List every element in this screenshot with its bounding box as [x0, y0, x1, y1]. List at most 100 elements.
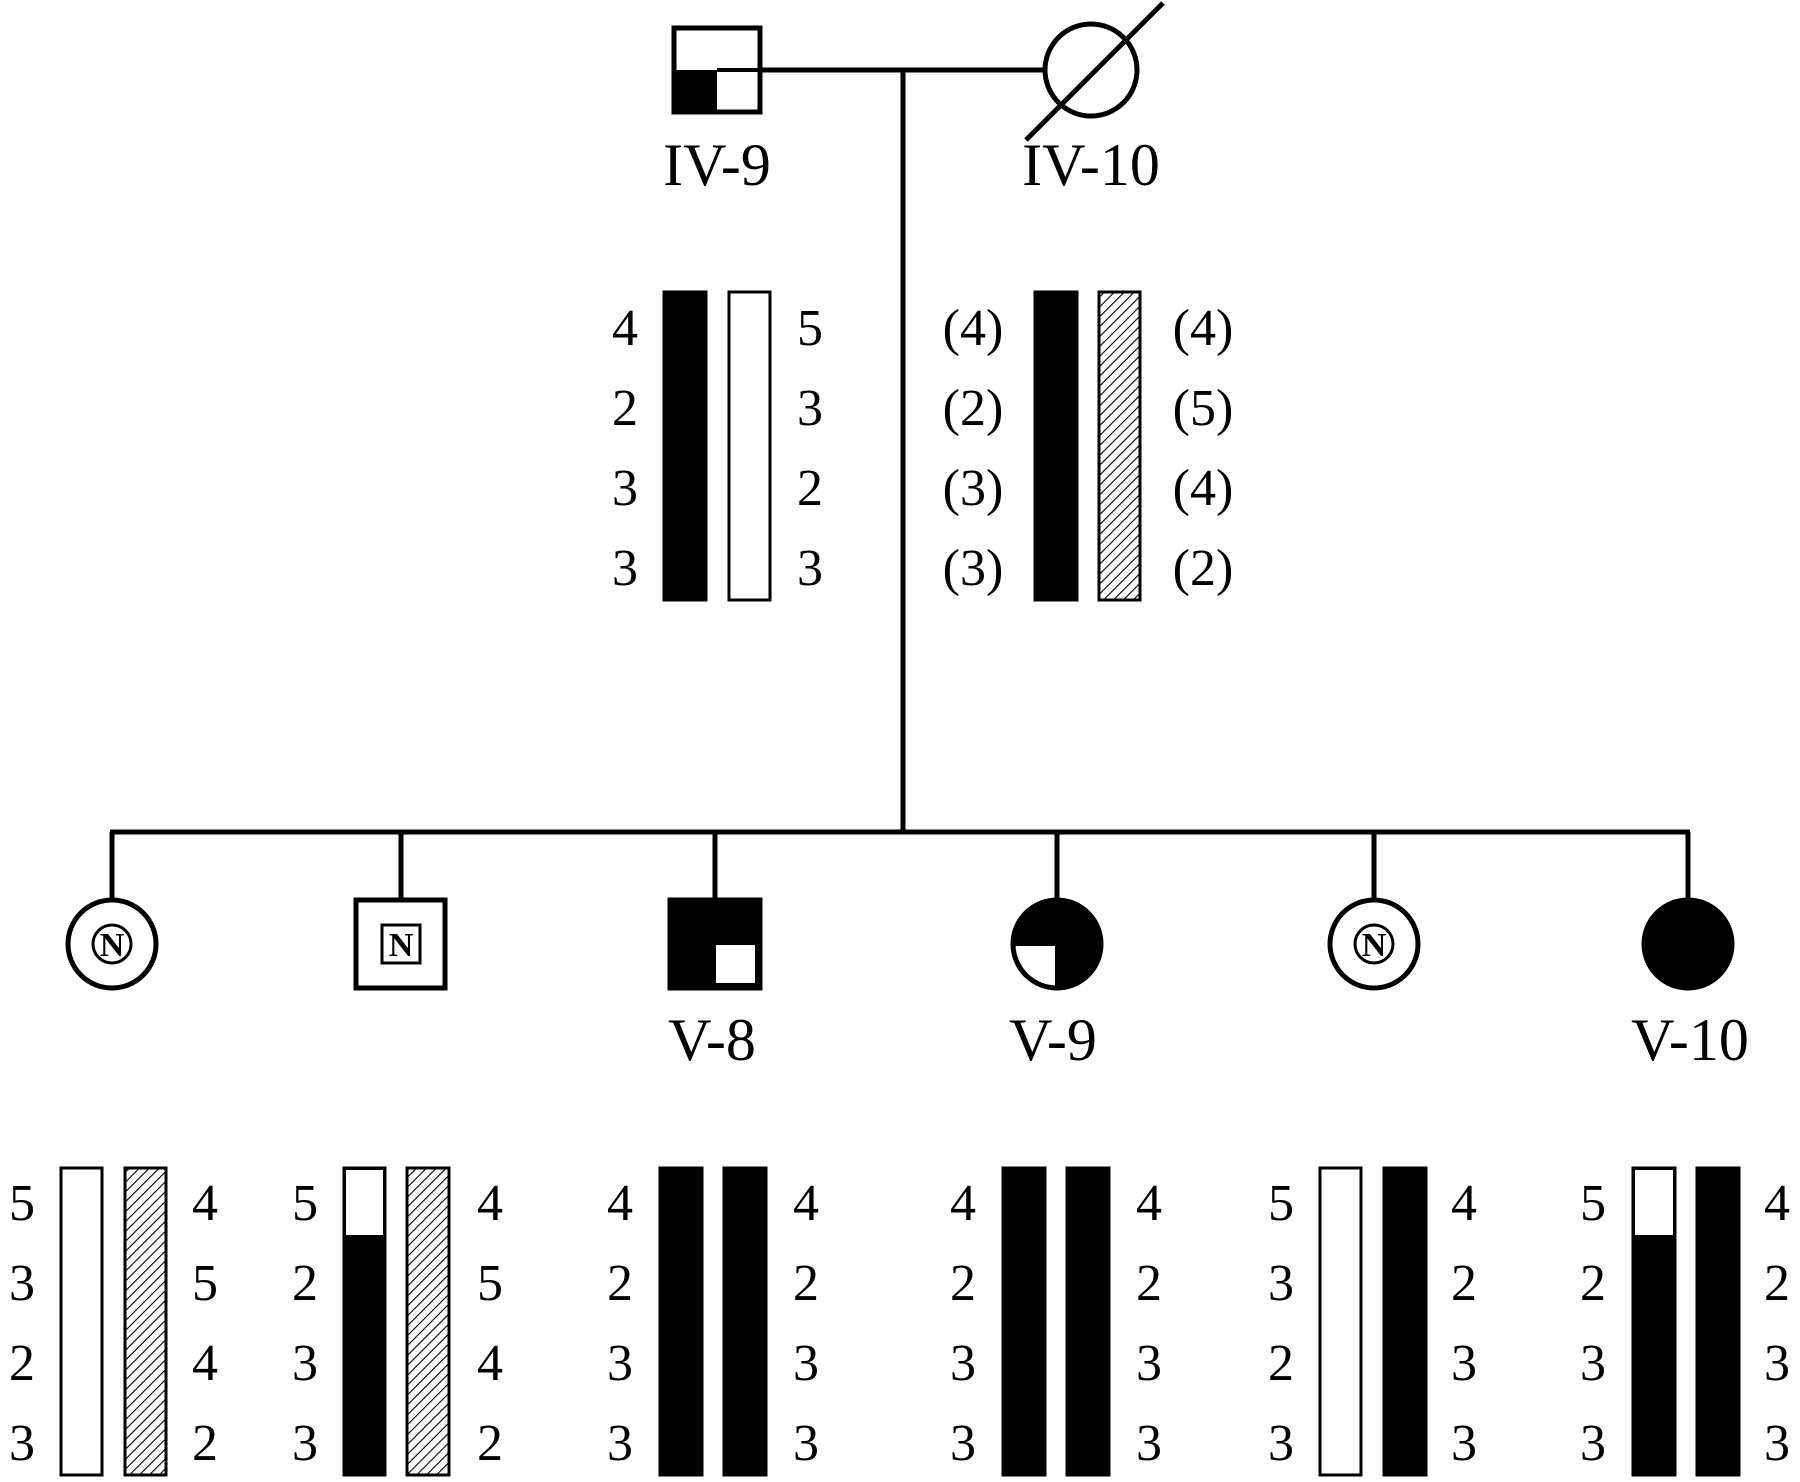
- father-symbol: [671, 25, 763, 115]
- normal-mark: N: [389, 927, 414, 964]
- allele: (2): [1173, 540, 1234, 597]
- allele: 3: [9, 1255, 35, 1312]
- allele: 5: [1580, 1175, 1606, 1232]
- child-5-symbol: N: [1327, 897, 1421, 991]
- father-alleles-left: 4 2 3 3: [612, 300, 638, 597]
- allele: (3): [943, 460, 1004, 517]
- allele: 3: [1764, 1415, 1790, 1472]
- allele: 4: [1451, 1175, 1477, 1232]
- allele: 2: [1764, 1255, 1790, 1312]
- child-6-label: V-10: [1631, 1007, 1749, 1073]
- allele: 3: [292, 1415, 318, 1472]
- child-6-haplotype: 5 2 3 3 4 2 3 3: [1580, 1166, 1790, 1477]
- father-haplotype: 4 2 3 3 5 3 2 3: [612, 290, 823, 602]
- normal-mark: N: [1362, 927, 1387, 964]
- allele: 2: [793, 1255, 819, 1312]
- allele: 3: [1764, 1335, 1790, 1392]
- haplotype-bar-right: [722, 1166, 768, 1477]
- deceased-slash: [1024, 1, 1165, 142]
- mother-bar-left: [1033, 290, 1079, 602]
- child-6-symbol: [1641, 897, 1735, 991]
- haplotype-bar-right: [1065, 1166, 1111, 1477]
- haplotype-bar-left-white-segment: [346, 1170, 383, 1235]
- child-3-symbol: [667, 897, 763, 991]
- allele: 3: [1136, 1415, 1162, 1472]
- allele: 5: [1268, 1175, 1294, 1232]
- allele: (4): [943, 300, 1004, 357]
- allele: (3): [943, 540, 1004, 597]
- mother-label: IV-10: [1022, 132, 1160, 198]
- allele: 2: [292, 1255, 318, 1312]
- mother-haplotype: (4) (2) (3) (3) (4) (5) (4) (2): [943, 290, 1234, 602]
- allele: 4: [1764, 1175, 1790, 1232]
- allele: 3: [612, 540, 638, 597]
- allele: 3: [1268, 1255, 1294, 1312]
- allele: 2: [612, 380, 638, 437]
- child-4-haplotype: 4 2 3 3 4 2 3 3: [950, 1166, 1162, 1477]
- allele: 2: [607, 1255, 633, 1312]
- child-1-haplotype: 5 3 2 3 4 5 4 2: [9, 1166, 218, 1477]
- allele: 4: [950, 1175, 976, 1232]
- allele: 3: [292, 1335, 318, 1392]
- haplotype-bar-left: [1318, 1166, 1363, 1477]
- haplotype-bar-right: [1695, 1166, 1741, 1477]
- child-5-haplotype: 5 3 2 3 4 2 3 3: [1268, 1166, 1477, 1477]
- allele: 5: [192, 1255, 218, 1312]
- allele: 5: [477, 1255, 503, 1312]
- allele: 4: [477, 1175, 503, 1232]
- allele: 3: [607, 1335, 633, 1392]
- allele: 2: [9, 1335, 35, 1392]
- allele: 2: [477, 1415, 503, 1472]
- haplotype-bar-left: [658, 1166, 704, 1477]
- haplotype-bar-right: [405, 1166, 451, 1477]
- mother-symbol: [1042, 21, 1140, 119]
- allele: 3: [1451, 1335, 1477, 1392]
- father-bar-right: [727, 290, 772, 602]
- allele: 5: [292, 1175, 318, 1232]
- allele: 2: [797, 460, 823, 517]
- allele: 3: [1580, 1415, 1606, 1472]
- allele: 4: [612, 300, 638, 357]
- child-1-symbol: N: [65, 897, 159, 991]
- pedigree-lines: [109, 67, 1691, 900]
- allele: 3: [1451, 1415, 1477, 1472]
- child-4-symbol: [1010, 897, 1104, 991]
- child-3-haplotype: 4 2 3 3 4 2 3 3: [607, 1166, 819, 1477]
- allele: (5): [1173, 380, 1234, 437]
- allele: 3: [9, 1415, 35, 1472]
- allele: 3: [1136, 1335, 1162, 1392]
- allele: 2: [950, 1255, 976, 1312]
- haplotype-bar-left: [1001, 1166, 1047, 1477]
- allele: 2: [1136, 1255, 1162, 1312]
- allele: 5: [9, 1175, 35, 1232]
- allele: 3: [793, 1415, 819, 1472]
- mother-bar-right: [1097, 290, 1142, 602]
- allele: 3: [607, 1415, 633, 1472]
- haplotype-bar-right: [123, 1166, 168, 1477]
- allele: 3: [1580, 1335, 1606, 1392]
- child-2-haplotype: 5 2 3 3 4 5 4 2: [292, 1166, 503, 1477]
- allele: 4: [793, 1175, 819, 1232]
- allele: (2): [943, 380, 1004, 437]
- allele: 4: [477, 1335, 503, 1392]
- allele: 4: [192, 1335, 218, 1392]
- haplotype-bar-left: [59, 1166, 104, 1477]
- child-4-label: V-9: [1009, 1007, 1097, 1073]
- mother-alleles-right: (4) (5) (4) (2): [1173, 300, 1234, 597]
- allele: 3: [797, 540, 823, 597]
- father-label: IV-9: [663, 132, 771, 198]
- child-2-symbol: N: [353, 897, 448, 991]
- mother-alleles-left: (4) (2) (3) (3): [943, 300, 1004, 597]
- allele: 5: [797, 300, 823, 357]
- allele: 3: [950, 1335, 976, 1392]
- allele: 3: [793, 1335, 819, 1392]
- allele: 4: [192, 1175, 218, 1232]
- allele: 4: [607, 1175, 633, 1232]
- allele: 3: [612, 460, 638, 517]
- allele: 2: [1451, 1255, 1477, 1312]
- allele: 3: [1268, 1415, 1294, 1472]
- allele: 3: [797, 380, 823, 437]
- child-3-label: V-8: [668, 1007, 756, 1073]
- allele: 4: [1136, 1175, 1162, 1232]
